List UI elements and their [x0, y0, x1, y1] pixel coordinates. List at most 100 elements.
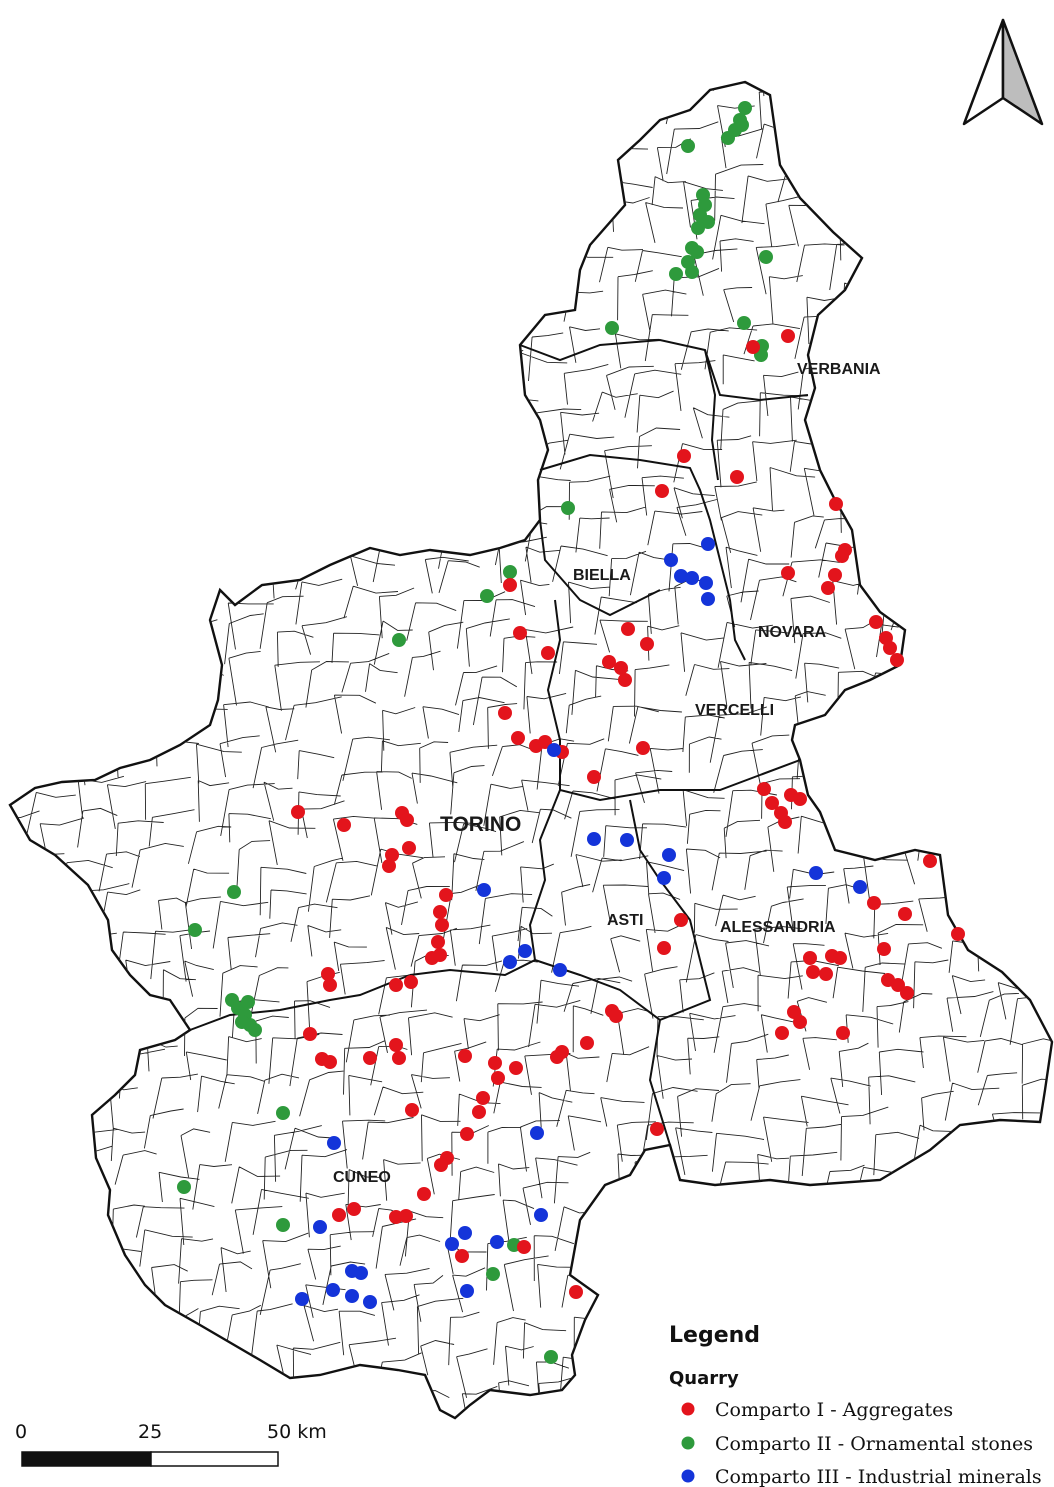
- quarry-aggregates-marker: [405, 1103, 419, 1117]
- quarry-aggregates-marker: [476, 1091, 490, 1105]
- quarry-industrial-marker: [587, 832, 601, 846]
- label-biella: BIELLA: [573, 567, 631, 584]
- quarry-industrial-marker: [458, 1226, 472, 1240]
- label-asti: ASTI: [607, 912, 643, 929]
- quarry-aggregates-marker: [472, 1105, 486, 1119]
- quarry-aggregates-marker: [347, 1202, 361, 1216]
- quarry-ornamental-marker: [738, 101, 752, 115]
- quarry-ornamental-marker: [276, 1106, 290, 1120]
- quarry-ornamental-marker: [486, 1267, 500, 1281]
- label-vercelli: VERCELLI: [695, 702, 774, 719]
- legend-marker-ornamental: [681, 1436, 695, 1450]
- quarry-aggregates-marker: [509, 1061, 523, 1075]
- quarry-aggregates-marker: [323, 1055, 337, 1069]
- quarry-ornamental-marker: [737, 316, 751, 330]
- quarry-aggregates-marker: [511, 731, 525, 745]
- quarry-industrial-marker: [664, 553, 678, 567]
- quarry-ornamental-marker: [691, 221, 705, 235]
- quarry-industrial-marker: [445, 1237, 459, 1251]
- province-boundary-asti-alessandria: [629, 799, 712, 1146]
- quarry-aggregates-marker: [587, 770, 601, 784]
- north-arrow-icon: [962, 18, 1044, 126]
- quarry-aggregates-marker: [458, 1049, 472, 1063]
- label-torino: TORINO: [440, 813, 521, 836]
- quarry-ornamental-marker: [759, 250, 773, 264]
- quarry-industrial-marker: [685, 571, 699, 585]
- quarry-aggregates-marker: [883, 641, 897, 655]
- quarry-industrial-marker: [460, 1284, 474, 1298]
- quarry-aggregates-marker: [400, 813, 414, 827]
- quarry-industrial-marker: [503, 955, 517, 969]
- legend-label-ornamental: Comparto II - Ornamental stones: [715, 1433, 1033, 1455]
- scale-label-25: 25: [138, 1421, 162, 1443]
- quarry-aggregates-marker: [323, 978, 337, 992]
- province-boundary-torino-cuneo: [189, 974, 411, 1031]
- quarry-aggregates-marker: [291, 805, 305, 819]
- quarry-industrial-marker: [553, 963, 567, 977]
- quarry-aggregates-marker: [385, 848, 399, 862]
- quarry-industrial-marker: [662, 848, 676, 862]
- quarry-aggregates-marker: [498, 706, 512, 720]
- quarry-aggregates-marker: [819, 967, 833, 981]
- quarry-aggregates-marker: [781, 566, 795, 580]
- quarry-ornamental-marker: [392, 633, 406, 647]
- quarry-aggregates-marker: [541, 646, 555, 660]
- quarry-aggregates-marker: [439, 888, 453, 902]
- quarry-ornamental-marker: [544, 1350, 558, 1364]
- quarry-aggregates-marker: [833, 951, 847, 965]
- quarry-industrial-marker: [490, 1235, 504, 1249]
- quarry-industrial-marker: [620, 833, 634, 847]
- legend-marker-industrial: [681, 1469, 695, 1483]
- quarry-aggregates-marker: [640, 637, 654, 651]
- quarry-ornamental-marker: [721, 131, 735, 145]
- province-boundary-verbania: [519, 338, 809, 402]
- quarry-aggregates-marker: [614, 661, 628, 675]
- province-boundary-torino-asti: [409, 789, 561, 977]
- quarry-aggregates-marker: [538, 735, 552, 749]
- legend-title: Legend: [669, 1323, 760, 1348]
- quarry-ornamental-marker: [605, 321, 619, 335]
- quarry-aggregates-marker: [404, 975, 418, 989]
- quarry-aggregates-marker: [890, 653, 904, 667]
- label-verbania: VERBANIA: [797, 361, 881, 378]
- quarry-aggregates-marker: [555, 1045, 569, 1059]
- quarry-aggregates-marker: [321, 967, 335, 981]
- quarry-ornamental-marker: [669, 267, 683, 281]
- quarry-aggregates-marker: [781, 329, 795, 343]
- quarry-industrial-marker: [477, 883, 491, 897]
- quarry-aggregates-marker: [821, 581, 835, 595]
- quarry-aggregates-marker: [898, 907, 912, 921]
- label-cuneo: CUNEO: [333, 1169, 391, 1186]
- quarry-aggregates-marker: [829, 497, 843, 511]
- quarry-aggregates-marker: [435, 918, 449, 932]
- quarry-ornamental-marker: [177, 1180, 191, 1194]
- quarry-aggregates-marker: [332, 1208, 346, 1222]
- quarry-aggregates-marker: [431, 935, 445, 949]
- quarry-aggregates-marker: [806, 965, 820, 979]
- quarry-aggregates-marker: [803, 951, 817, 965]
- quarry-ornamental-marker: [276, 1218, 290, 1232]
- quarry-ornamental-marker: [480, 589, 494, 603]
- quarry-aggregates-marker: [503, 578, 517, 592]
- legend-label-aggregates: Comparto I - Aggregates: [715, 1399, 953, 1421]
- quarry-aggregates-marker: [869, 615, 883, 629]
- quarry-aggregates-marker: [609, 1009, 623, 1023]
- scale-label-50: 50 km: [267, 1421, 327, 1443]
- quarry-ornamental-marker: [690, 245, 704, 259]
- quarry-aggregates-marker: [433, 905, 447, 919]
- quarry-aggregates-marker: [382, 859, 396, 873]
- quarry-aggregates-marker: [580, 1036, 594, 1050]
- scale-segment-white: [150, 1451, 279, 1467]
- quarry-aggregates-marker: [433, 948, 447, 962]
- quarry-aggregates-marker: [730, 470, 744, 484]
- quarry-ornamental-marker: [227, 885, 241, 899]
- quarry-aggregates-marker: [775, 1026, 789, 1040]
- quarry-ornamental-marker: [241, 995, 255, 1009]
- quarry-aggregates-marker: [392, 1051, 406, 1065]
- quarry-aggregates-marker: [399, 1209, 413, 1223]
- quarry-aggregates-marker: [836, 1026, 850, 1040]
- quarry-industrial-marker: [363, 1295, 377, 1309]
- label-alessandria: ALESSANDRIA: [720, 919, 836, 936]
- quarry-industrial-marker: [699, 576, 713, 590]
